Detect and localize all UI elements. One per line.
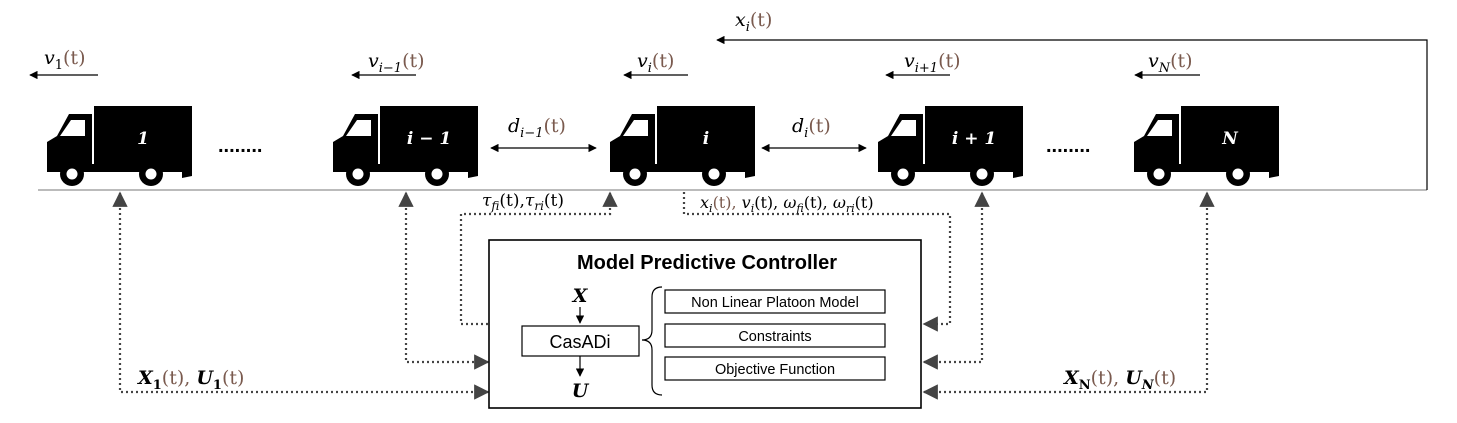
truck-1: 1 [47, 106, 192, 186]
component-objective [664, 356, 886, 381]
truck-label: 1 [137, 129, 149, 149]
svg-text:Non Linear Platoon Model: Non Linear Platoon Model [691, 295, 859, 311]
svg-text:v1(t): v1(t) [44, 47, 85, 73]
truck-i-plus-1: i + 1 [878, 106, 1023, 186]
svg-text:vi−1(t): vi−1(t) [368, 50, 425, 76]
svg-text:vi(t): vi(t) [637, 50, 674, 76]
svg-text:di−1(t): di−1(t) [508, 115, 566, 141]
signal-truck-i-minus-1 [398, 191, 490, 370]
mpc-input-label: X [572, 285, 589, 307]
first-vehicle-signal-label: X1(t), U1(t) [137, 367, 244, 393]
truck-label: i [703, 129, 709, 149]
mpc-box: Model Predictive Controller X CasADi U N… [488, 239, 922, 409]
velocity-i-minus-1: vi−1(t) [351, 50, 425, 80]
truck-label: i + 1 [952, 129, 996, 149]
component-constraints [664, 323, 886, 348]
gap-i: di(t) [761, 115, 867, 153]
signal-truck1-to-mpc [112, 191, 490, 400]
truck-n: N [1134, 106, 1279, 186]
velocity-i: vi(t) [623, 50, 688, 80]
svg-text:vN(t): vN(t) [1148, 50, 1193, 76]
component-brace [641, 286, 663, 396]
velocity-1: v1(t) [29, 47, 98, 80]
mpc-output-label: U [572, 380, 590, 402]
svg-text:Objective Function: Objective Function [715, 362, 835, 378]
signal-truck-i-plus-1 [922, 191, 990, 370]
signal-torque-to-truck-i [459, 191, 618, 326]
last-vehicle-signal-label: XN(t), UN(t) [1063, 367, 1176, 393]
truck-label: i − 1 [407, 129, 451, 149]
feedback-label: xi(t) [735, 9, 772, 35]
svg-text:di(t): di(t) [792, 115, 831, 141]
velocity-i-plus-1: vi+1(t) [885, 50, 961, 80]
feedback-line [716, 35, 1428, 190]
truck-i: i [610, 106, 755, 186]
casadi-label: CasADi [549, 332, 610, 352]
torque-label: τfi(t),τri(t) [482, 191, 564, 213]
states-label: xi(t), vi(t), ωfi(t), ωri(t) [700, 193, 874, 215]
truck-i-minus-1: i − 1 [333, 106, 478, 186]
casadi-box [521, 325, 640, 357]
ellipsis-left: ........ [218, 135, 262, 157]
signal-truck-n [922, 191, 1215, 400]
gap-i-minus-1: di−1(t) [490, 115, 597, 153]
mpc-title: Model Predictive Controller [577, 252, 837, 274]
ellipsis-right: ........ [1046, 135, 1090, 157]
svg-text:Constraints: Constraints [738, 329, 811, 345]
velocity-n: vN(t) [1134, 50, 1200, 80]
truck-label: N [1221, 129, 1239, 149]
component-platoon-model [664, 289, 886, 314]
svg-text:vi+1(t): vi+1(t) [904, 50, 961, 76]
